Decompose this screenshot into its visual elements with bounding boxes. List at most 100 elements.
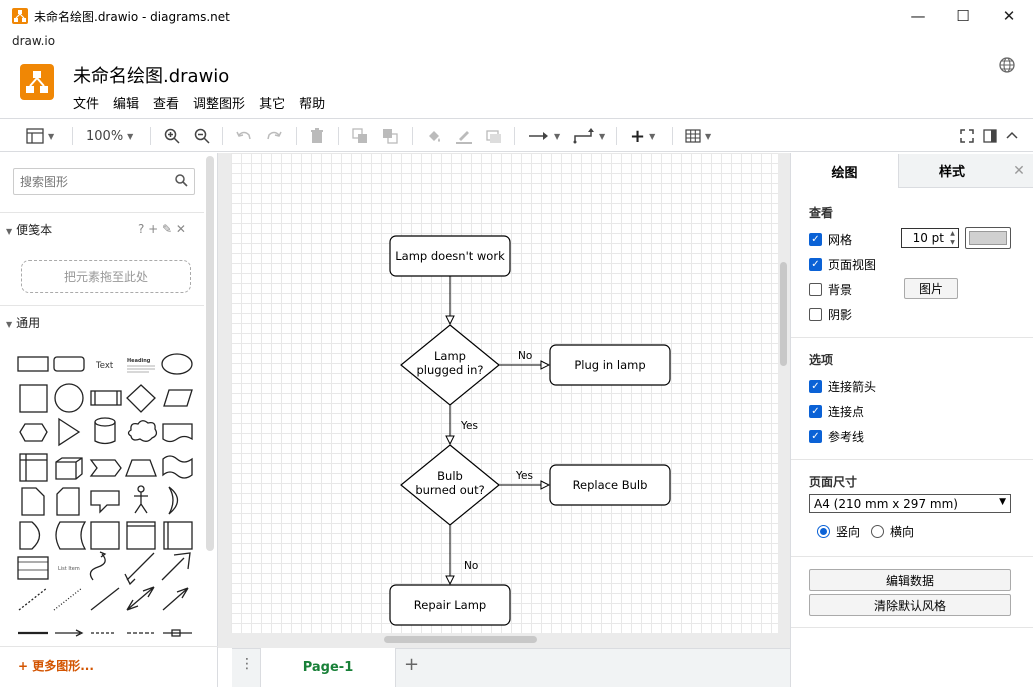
background-checkbox[interactable] [809, 283, 822, 296]
internal-storage-shape[interactable] [19, 453, 48, 482]
bidirectional-connector-shape[interactable] [126, 586, 155, 611]
grid-checkbox[interactable]: ✓ [809, 233, 822, 246]
fill-color-icon[interactable] [426, 126, 442, 146]
grid-size-input[interactable]: 10 pt [901, 228, 959, 248]
search-icon[interactable] [175, 174, 188, 191]
connector-arrow-shape[interactable] [55, 629, 84, 637]
stored-data-shape[interactable] [55, 521, 87, 550]
document-shape[interactable] [162, 423, 193, 443]
node-repair-lamp[interactable] [389, 584, 511, 626]
tab-style[interactable]: 样式 [898, 154, 1005, 188]
landscape-radio[interactable] [871, 525, 884, 538]
square-shape[interactable] [19, 384, 48, 413]
heading-shape[interactable] [126, 356, 156, 372]
background-option[interactable]: 背景 [809, 281, 852, 298]
table-icon[interactable]: ▼ [685, 126, 711, 146]
delete-icon[interactable] [310, 126, 324, 146]
tape-shape[interactable] [162, 455, 193, 479]
connection-arrows-option[interactable]: ✓连接箭头 [809, 378, 876, 395]
connection-arrows-checkbox[interactable]: ✓ [809, 380, 822, 393]
grid-size-spinner[interactable]: ▲▼ [950, 230, 955, 246]
page-tab[interactable]: Page-1 [260, 648, 396, 687]
list-shape[interactable] [17, 556, 49, 580]
connection-arrow-icon[interactable]: ▼ [528, 126, 560, 146]
close-window-button[interactable]: ✕ [1002, 7, 1016, 25]
collapse-up-icon[interactable] [1006, 126, 1018, 146]
grid-option[interactable]: ✓网格 [809, 231, 852, 248]
scratchpad-actions[interactable]: ? + ✎ ✕ [138, 222, 186, 236]
zoom-out-icon[interactable] [194, 126, 210, 146]
note-shape[interactable] [21, 487, 45, 516]
sidebar-scrollbar[interactable] [206, 156, 214, 551]
connection-points-option[interactable]: ✓连接点 [809, 403, 864, 420]
curve-shape[interactable] [89, 551, 107, 581]
process-shape[interactable] [90, 390, 122, 406]
text-shape[interactable]: Text [95, 361, 114, 371]
line-shape[interactable] [90, 587, 120, 611]
to-back-icon[interactable] [382, 126, 398, 146]
arrow-shape[interactable] [161, 552, 191, 581]
container-shape[interactable] [90, 521, 120, 550]
image-button[interactable]: 图片 [904, 278, 958, 299]
portrait-radio[interactable] [817, 525, 830, 538]
delay-shape[interactable] [19, 521, 41, 550]
minimize-button[interactable]: — [910, 7, 926, 25]
directional-connector-shape[interactable] [162, 587, 189, 611]
scratchpad-header[interactable]: ▼便笺本 [6, 221, 52, 238]
trapezoid-shape[interactable] [125, 459, 157, 477]
menu-view[interactable]: 查看 [153, 97, 180, 112]
menu-file[interactable]: 文件 [73, 97, 100, 112]
insert-plus-icon[interactable]: +▼ [630, 125, 656, 147]
menu-arrange[interactable]: 调整图形 [193, 97, 246, 112]
node-lamp-doesnt-work[interactable] [389, 235, 511, 277]
pages-menu-icon[interactable]: ⋮ [240, 656, 254, 672]
card-shape[interactable] [56, 487, 80, 516]
more-shapes-link[interactable]: + 更多图形... [18, 659, 94, 673]
document-name[interactable]: 未命名绘图.drawio [73, 66, 230, 87]
swimlane-shape[interactable] [126, 521, 156, 550]
general-shapes-header[interactable]: ▼通用 [6, 314, 40, 331]
node-replace-bulb[interactable] [549, 464, 671, 506]
redo-icon[interactable] [266, 126, 282, 146]
page-view-checkbox[interactable]: ✓ [809, 258, 822, 271]
circle-shape[interactable] [54, 383, 84, 413]
menu-edit[interactable]: 编辑 [113, 97, 140, 112]
decision-lamp-plugged-in[interactable] [400, 324, 500, 406]
triangle-shape[interactable] [58, 417, 81, 447]
undo-icon[interactable] [236, 126, 252, 146]
canvas-vertical-scrollbar[interactable] [780, 262, 787, 366]
guides-checkbox[interactable]: ✓ [809, 430, 822, 443]
decision-bulb-burned-out[interactable] [400, 444, 500, 526]
list-item-shape[interactable]: List Item [58, 566, 80, 572]
add-page-icon[interactable]: + [404, 654, 420, 675]
to-front-icon[interactable] [352, 126, 368, 146]
canvas-horizontal-scrollbar[interactable] [384, 636, 537, 643]
landscape-option[interactable]: 横向 [871, 523, 914, 540]
guides-option[interactable]: ✓参考线 [809, 428, 864, 445]
hexagon-shape[interactable] [19, 423, 48, 442]
waypoints-icon[interactable]: ▼ [573, 126, 605, 146]
menu-help[interactable]: 帮助 [299, 97, 326, 112]
rectangle-shape[interactable] [17, 356, 49, 372]
menu-extras[interactable]: 其它 [259, 97, 286, 112]
shadow-checkbox[interactable] [809, 308, 822, 321]
step-shape[interactable] [89, 459, 122, 477]
page-size-select[interactable]: A4 (210 mm x 297 mm)▼ [809, 494, 1011, 513]
close-panel-icon[interactable]: ✕ [1005, 154, 1033, 188]
vertical-container-shape[interactable] [163, 521, 193, 550]
clear-default-style-button[interactable]: 清除默认风格 [809, 594, 1011, 616]
dotted-line-shape[interactable] [53, 587, 83, 611]
bidirectional-arrow-shape[interactable] [124, 552, 155, 586]
grid-color-swatch[interactable] [965, 227, 1011, 249]
dashed-line-shape[interactable] [18, 587, 48, 611]
shadow-option[interactable]: 阴影 [809, 306, 852, 323]
fullscreen-icon[interactable] [960, 126, 974, 146]
zoom-in-icon[interactable] [164, 126, 180, 146]
connection-points-checkbox[interactable]: ✓ [809, 405, 822, 418]
scratchpad-dropzone[interactable]: 把元素拖至此处 [21, 260, 191, 293]
edit-data-button[interactable]: 编辑数据 [809, 569, 1011, 591]
language-globe-icon[interactable] [998, 56, 1016, 78]
maximize-button[interactable]: ☐ [956, 7, 970, 25]
panel-toggle-icon[interactable] [983, 126, 997, 146]
drawing-canvas[interactable] [231, 153, 778, 633]
